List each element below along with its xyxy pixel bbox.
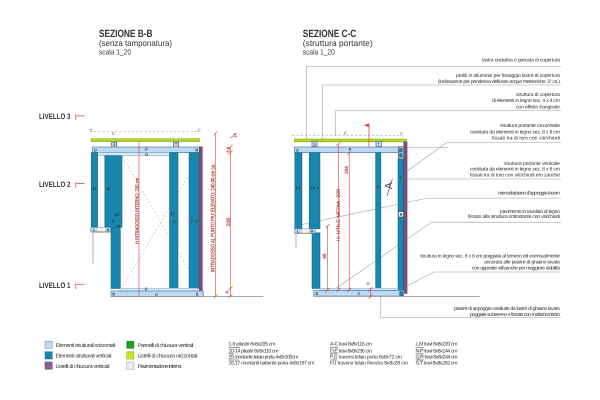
svg-text:Listelli di chiusura verticali: Listelli di chiusura verticali xyxy=(56,364,110,370)
svg-text:con apposite viti/zanche per m: con apposite viti/zanche per maggiore st… xyxy=(472,266,560,272)
svg-text:H INTRADOSSO INTERNO: 230 cm: H INTRADOSSO INTERNO: 230 cm xyxy=(135,178,140,244)
svg-text:ancorata alle piastre di ghiai: ancorata alle piastre di ghiaino lavato xyxy=(484,260,560,266)
svg-text:15 montante telaio porta 4x8x1: 15 montante telaio porta 4x8x105cm xyxy=(229,354,299,360)
svg-text:95: 95 xyxy=(322,253,327,259)
svg-text:4: 4 xyxy=(400,176,403,180)
svg-text:Elementi strutturali verticali: Elementi strutturali verticali xyxy=(56,354,112,360)
svg-text:con effetto frangisole: con effetto frangisole xyxy=(516,104,560,110)
svg-text:14: 14 xyxy=(310,186,315,190)
svg-text:F,G traversi telaio porta 8x8x: F,G traversi telaio porta 8x8x72 cm xyxy=(330,354,402,360)
svg-text:14: 14 xyxy=(234,133,238,137)
svg-text:di elementi in legno sez. 4 x: di elementi in legno sez. 4 x 4 cm xyxy=(492,98,560,104)
svg-text:Listelli di chiusura orizzonta: Listelli di chiusura orizzontali xyxy=(138,354,198,360)
svg-text:7: 7 xyxy=(191,220,193,224)
svg-text:10-14 pilastri 8x8x110 cm: 10-14 pilastri 8x8x110 cm xyxy=(229,348,279,354)
svg-text:Q: Q xyxy=(296,147,299,152)
svg-text:8: 8 xyxy=(173,220,175,224)
svg-text:D: D xyxy=(316,291,319,296)
svg-text:E: E xyxy=(196,291,199,296)
svg-text:M: M xyxy=(106,228,109,232)
svg-text:pavimento in tavolato di legno: pavimento in tavolato di legno xyxy=(500,209,560,215)
svg-text:1: 1 xyxy=(317,186,319,190)
svg-text:L: L xyxy=(297,230,299,234)
svg-text:204: 204 xyxy=(344,166,349,174)
svg-text:D,E travi 8x8x236 cm: D,E travi 8x8x236 cm xyxy=(330,348,372,354)
svg-text:16: 16 xyxy=(116,225,120,229)
svg-text:scala 1_20: scala 1_20 xyxy=(303,48,335,57)
svg-text:205: 205 xyxy=(226,218,232,227)
svg-text:S: S xyxy=(113,143,116,147)
svg-text:scala 1_20: scala 1_20 xyxy=(99,48,131,57)
svg-text:9: 9 xyxy=(112,220,114,224)
svg-text:C: C xyxy=(155,292,158,297)
svg-text:8: 8 xyxy=(365,282,370,285)
svg-text:1-9 pilastri 8x8x205 cm: 1-9 pilastri 8x8x205 cm xyxy=(229,342,276,348)
svg-text:10: 10 xyxy=(106,187,110,191)
svg-text:D: D xyxy=(112,291,115,296)
svg-text:P: P xyxy=(145,147,148,152)
svg-text:lastra ondulina o grecata di c: lastra ondulina o grecata di copertura xyxy=(482,58,560,64)
svg-text:(struttura portante): (struttura portante) xyxy=(303,38,373,48)
svg-text:16,17 montanti battente porta: 16,17 montanti battente porta 4x8x197 cm xyxy=(229,361,315,367)
svg-text:T: T xyxy=(378,143,381,147)
svg-text:S,T travi 8x8x292 cm: S,T travi 8x8x292 cm xyxy=(416,361,458,367)
svg-text:H. UTILE MEDIA. 220: H. UTILE MEDIA. 220 xyxy=(336,189,342,241)
svg-text:17: 17 xyxy=(171,212,175,216)
svg-text:Q,R travi 8x8x244 cm: Q,R travi 8x8x244 cm xyxy=(416,354,458,360)
svg-text:costituita da elementi in legn: costituita da elementi in legno sez. 8 x… xyxy=(470,129,560,135)
svg-text:2: 2 xyxy=(377,185,379,189)
svg-text:(inclinazione per pendenza def: (inclinazione per pendenza deflusso acqu… xyxy=(438,79,560,85)
svg-text:Elementi strutturali orizzonta: Elementi strutturali orizzontali xyxy=(56,343,116,349)
svg-text:fissati tra di loro con viti/c: fissati tra di loro con viti/chiodi e/o … xyxy=(470,172,560,178)
svg-text:C: C xyxy=(358,291,361,296)
svg-text:15: 15 xyxy=(114,213,118,217)
svg-text:INTRADOSSO AL PUNTO PIU' ELEVA: INTRADOSSO AL PUNTO PIU' ELEVATO: 240.00… xyxy=(211,164,217,272)
svg-text:profili in alluminio per fissa: profili in alluminio per fissaggio lastr… xyxy=(456,73,560,79)
svg-text:struttura in legno sez. 8 x 8: struttura in legno sez. 8 x 8 cm poggiat… xyxy=(420,253,560,259)
svg-text:Pannelli di chiusura verticali: Pannelli di chiusura verticali xyxy=(138,343,194,349)
svg-text:8: 8 xyxy=(224,290,229,293)
svg-text:fissato alla struttura sottost: fissato alla struttura sottostante con v… xyxy=(468,214,560,220)
svg-text:piastre di appoggio costituite: piastre di appoggio costituite da lastre… xyxy=(454,306,560,312)
svg-text:(senza tamponatura): (senza tamponatura) xyxy=(99,38,172,48)
svg-text:11: 11 xyxy=(92,187,96,191)
svg-text:R: R xyxy=(195,147,198,152)
svg-text:S: S xyxy=(313,143,316,147)
svg-text:struttura portante orizzontale: struttura portante orizzontale xyxy=(500,123,560,129)
svg-text:L,M travi 8x8x220 cm: L,M travi 8x8x220 cm xyxy=(416,342,458,348)
svg-text:SEZIONE C-C: SEZIONE C-C xyxy=(303,28,357,40)
svg-text:struttura portante verticale: struttura portante verticale xyxy=(504,161,560,167)
svg-text:H,I traversi telaio finestra: H,I traversi telaio finestra 8x8x28 cm xyxy=(330,361,408,367)
svg-text:poggiate sul terreno e fissate: poggiate sul terreno e fissate con malta… xyxy=(470,312,560,318)
svg-text:13: 13 xyxy=(296,186,300,190)
svg-text:G: G xyxy=(145,152,148,157)
svg-text:Q: Q xyxy=(94,147,97,152)
svg-text:N-P travi 8x8x144 cm: N-P travi 8x8x144 cm xyxy=(416,348,458,354)
svg-text:Pavimentazione interna: Pavimentazione interna xyxy=(138,364,183,370)
svg-text:fissati tra di loro con viti/c: fissati tra di loro con viti/chiodi xyxy=(492,136,560,142)
svg-text:costituita da elementi in legn: costituita da elementi in legno sez. 8 x… xyxy=(470,167,560,173)
svg-text:LIVELLO 2: LIVELLO 2 xyxy=(39,180,71,189)
svg-text:F: F xyxy=(145,286,148,291)
svg-text:6: 6 xyxy=(195,220,197,224)
svg-text:A-C travi 8x8x116 cm: A-C travi 8x8x116 cm xyxy=(330,342,372,348)
svg-text:M: M xyxy=(310,230,313,234)
svg-text:A: A xyxy=(384,182,395,189)
svg-text:SEZIONE B-B: SEZIONE B-B xyxy=(99,28,153,40)
svg-text:P: P xyxy=(349,147,352,152)
svg-text:struttura di copertura: struttura di copertura xyxy=(516,92,560,98)
svg-text:LIVELLO 1: LIVELLO 1 xyxy=(39,281,71,290)
svg-text:C: C xyxy=(344,131,347,136)
svg-text:T: T xyxy=(175,143,178,147)
svg-text:LIVELLO 3: LIVELLO 3 xyxy=(39,112,71,121)
svg-text:8,8: 8,8 xyxy=(225,146,230,152)
svg-text:C: C xyxy=(112,131,115,136)
svg-text:L: L xyxy=(93,228,95,232)
svg-text:mensola/piano d'appoggio-lavor: mensola/piano d'appoggio-lavoro xyxy=(498,190,560,196)
